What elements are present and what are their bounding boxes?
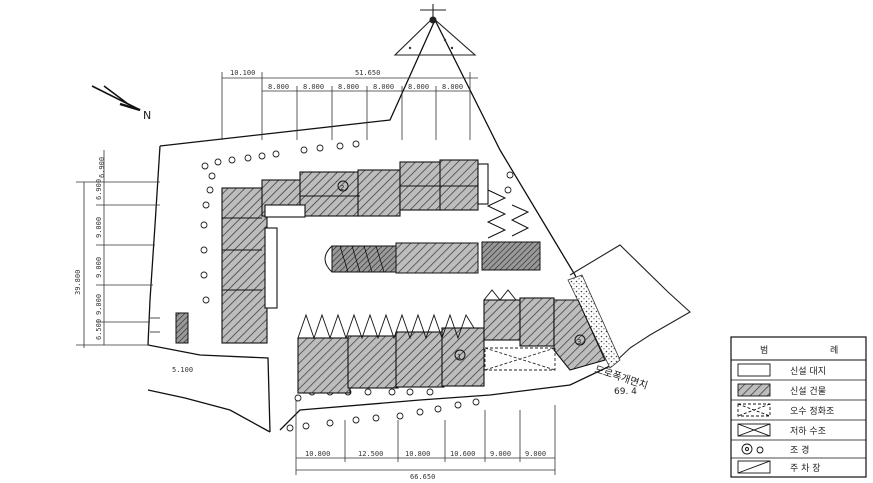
legend-box xyxy=(730,336,867,478)
north-label: N xyxy=(143,109,151,122)
dim-left-seg-1: 6.900 xyxy=(95,179,103,200)
legend-title-left: 범 xyxy=(760,345,768,356)
legend-symbol-parking xyxy=(737,460,771,474)
building-south xyxy=(297,297,606,394)
legend-label-site: 신설 대지 xyxy=(790,366,826,377)
dim-bottom-seg-2: 12.500 xyxy=(358,450,383,458)
building-mark-3: 3 xyxy=(577,338,581,346)
dim-bottom-seg-3: 10.800 xyxy=(405,450,430,458)
dim-top-seg-6: 8.000 xyxy=(442,83,463,91)
building-north xyxy=(221,159,489,344)
dim-bottom-seg-6: 9.000 xyxy=(525,450,546,458)
north-arrow-icon xyxy=(91,85,141,112)
dim-bottom-seg-5: 9.000 xyxy=(490,450,511,458)
legend-symbol-septic xyxy=(737,403,771,417)
legend-symbol-hatched xyxy=(737,383,771,397)
dim-top-overall: 51.650 xyxy=(355,69,380,77)
dim-left-seg-4: 9.000 xyxy=(95,294,103,315)
legend-label-water-tank: 저하 수조 xyxy=(790,426,826,437)
dim-left-top-small: 6.900 xyxy=(98,157,106,178)
dim-bottom-overall: 66.650 xyxy=(410,473,435,481)
landscape-trees xyxy=(200,140,514,432)
legend-symbol-water-tank xyxy=(737,423,771,437)
building-mark-2: 1 xyxy=(457,353,461,361)
dim-bottom-seg-4: 10.600 xyxy=(450,450,475,458)
triangle-plot xyxy=(393,4,477,56)
legend-label-septic: 오수 정화조 xyxy=(790,406,834,417)
building-central-row xyxy=(324,241,541,274)
legend-symbol-empty xyxy=(737,363,771,377)
dim-top-seg-3: 8.000 xyxy=(338,83,359,91)
dim-top-seg-1: 8.000 xyxy=(268,83,289,91)
building-mark-1: 2 xyxy=(340,184,344,192)
parking-zigzag xyxy=(486,189,530,239)
dim-top-seg-5: 8.000 xyxy=(408,83,429,91)
left-dimension xyxy=(76,150,160,348)
dim-top-seg-4: 8.000 xyxy=(373,83,394,91)
top-dimension xyxy=(221,72,478,140)
dim-top-seg-2: 8.000 xyxy=(303,83,324,91)
dim-left-small: 5.100 xyxy=(172,366,193,374)
road-value: 69. 4 xyxy=(614,387,637,397)
bottom-dimension xyxy=(295,400,556,475)
small-structure xyxy=(175,312,189,344)
legend-label-building: 신설 건물 xyxy=(790,386,826,397)
dim-left-seg-5: 6.500 xyxy=(95,319,103,340)
legend-symbol-landscape xyxy=(741,443,764,455)
dim-left-seg-3: 9.000 xyxy=(95,257,103,278)
dim-left-overall: 39.800 xyxy=(74,270,82,295)
dim-bottom-seg-1: 10.800 xyxy=(305,450,330,458)
legend-title-right: 례 xyxy=(830,345,838,356)
septic-area xyxy=(484,347,556,371)
dim-top-offset: 10.100 xyxy=(230,69,255,77)
legend-label-parking: 주 차 장 xyxy=(790,462,821,474)
dim-left-seg-2: 9.000 xyxy=(95,217,103,238)
legend-label-landscape: 조 경 xyxy=(790,444,809,456)
